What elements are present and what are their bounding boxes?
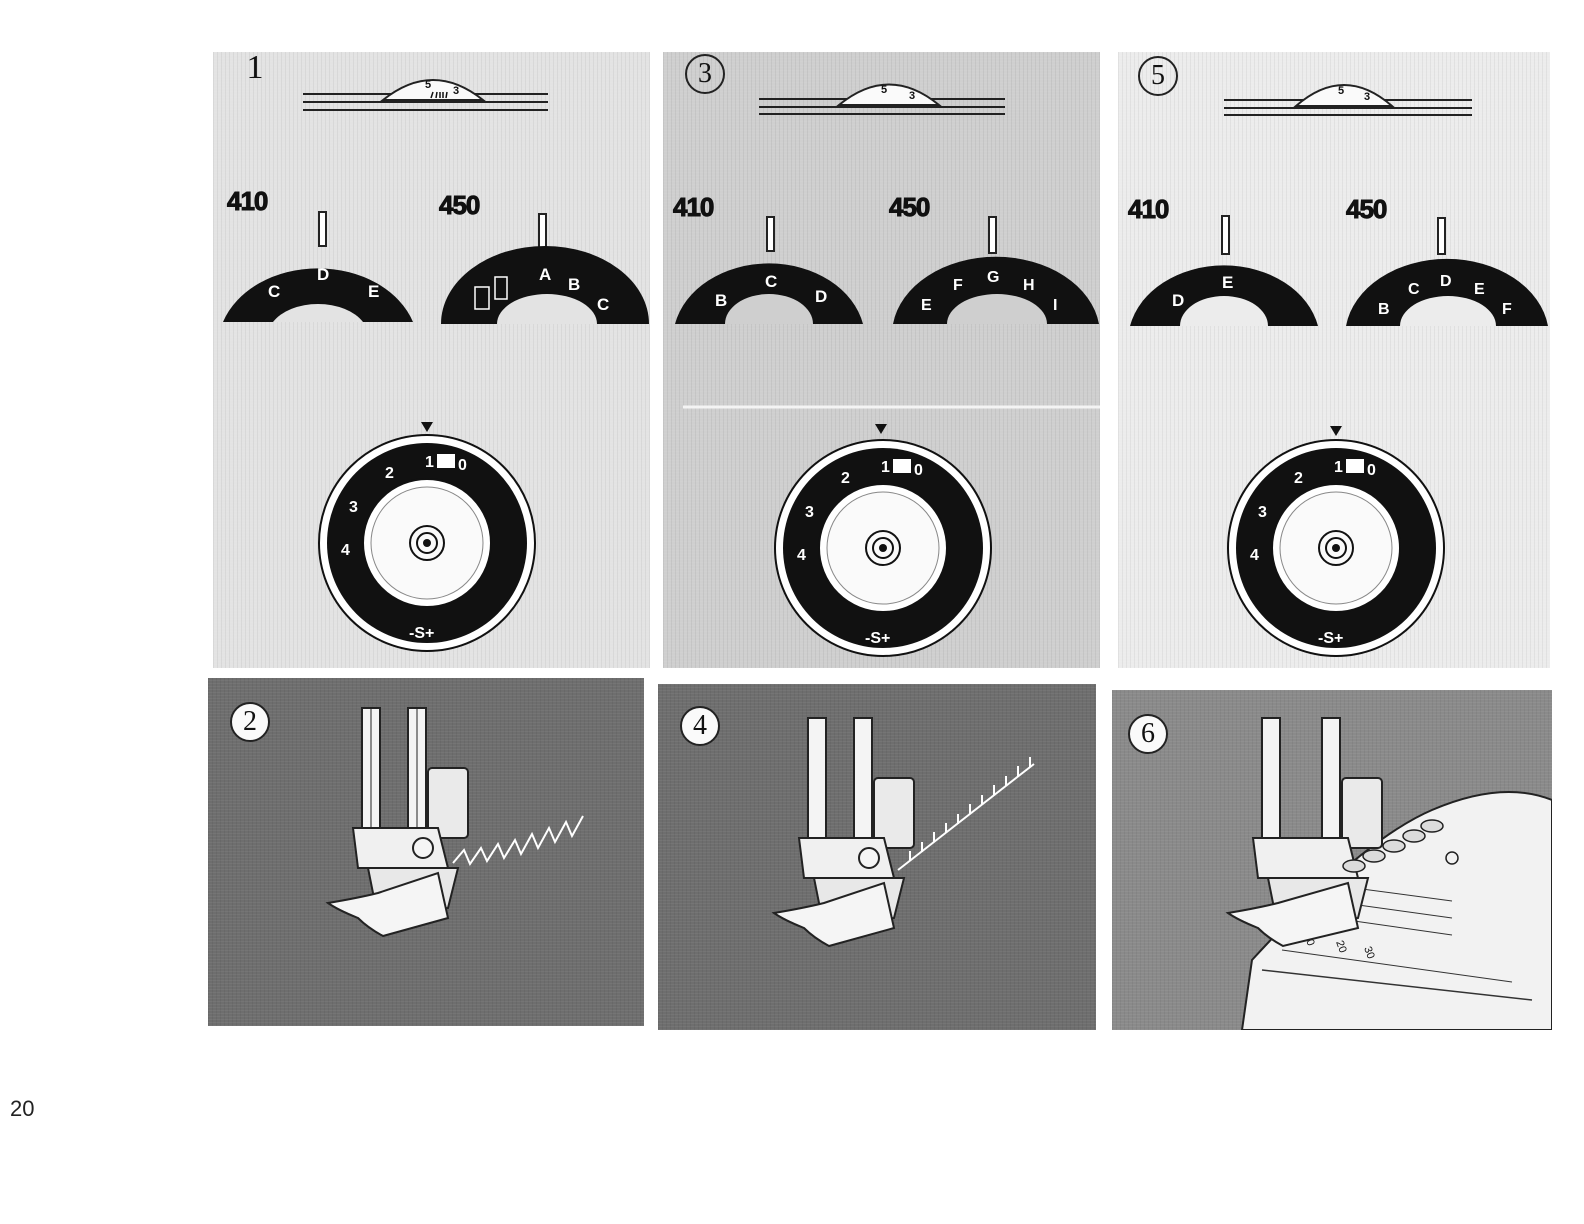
pattern-letter: C [597,295,609,314]
pattern-letter: F [953,277,963,294]
stitch-length-dial: 4 3 2 1 0 -S+ [1228,426,1444,656]
stitch-length-dial: 4 3 2 1 0 -S+ [775,424,991,656]
step-2-panel: 2 [208,678,644,1026]
dial-number: 1 [881,459,890,476]
pattern-letter: H [1023,277,1035,294]
pattern-letter: E [1222,273,1233,292]
page-number: 20 [10,1096,34,1122]
dial-number: 4 [797,547,806,564]
model-label-450: 450 [439,190,479,221]
pattern-letter: B [715,291,727,310]
pattern-letter: F [1502,301,1512,318]
dial-number: 0 [914,462,923,479]
step-1-panel: 1 5 3 C D E A B C [213,52,650,668]
balance-label: -S+ [865,630,890,647]
dial-number: 0 [1367,462,1376,479]
pattern-letter: C [1408,281,1420,298]
pattern-letter: D [1440,273,1452,290]
pattern-letter: B [1378,301,1390,318]
dial-number: 0 [458,457,467,474]
pattern-letter: D [317,265,329,284]
pattern-letter: E [368,282,379,301]
pattern-letter: B [568,275,580,294]
balance-label: -S+ [409,625,434,642]
selector-410-dial: C D E [223,212,413,322]
selector-410-dial: D E [1130,216,1318,326]
blind-stitch [898,764,1034,870]
pattern-letter: C [765,272,777,291]
dial-number: 3 [349,499,358,516]
gauge-label-5: 5 [425,79,431,91]
stitch-width-gauge: 5 3 [759,84,1005,114]
dial-number: 2 [1294,470,1303,487]
illustration: 5 3 C D E A B C [213,52,650,668]
dial-number: 3 [1258,504,1267,521]
step-4-panel: 4 [658,684,1096,1030]
pattern-letter: G [987,269,999,286]
gauge-label-5: 5 [1338,85,1344,97]
balance-label: -S+ [1318,630,1343,647]
selector-450-dial: E F G H I [893,217,1099,324]
pattern-letter: E [1474,281,1485,298]
gauge-label-3: 3 [1364,91,1370,103]
selector-410-dial: B C D [675,217,863,324]
presser-foot-illustration: 10 20 30 [1112,690,1552,1030]
model-label-450: 450 [1346,194,1386,225]
pattern-letter: E [921,297,932,314]
dial-number: 4 [1250,547,1259,564]
model-label-410: 410 [673,192,713,223]
pattern-letter: D [815,287,827,306]
dial-number: 2 [385,465,394,482]
illustration: 5 3 B C D E F G H I [663,52,1100,668]
selector-450-dial: B C D E F [1346,218,1548,326]
dial-number: 1 [425,454,434,471]
step-5-panel: 5 5 3 D E B C D E F [1118,52,1550,668]
step-6-panel: 6 10 20 30 [1112,690,1552,1030]
pattern-letter: D [1172,291,1184,310]
model-label-450: 450 [889,192,929,223]
dial-number: 1 [1334,459,1343,476]
stitch-width-gauge: 5 3 [303,79,548,110]
gauge-label-3: 3 [453,85,459,97]
stitch-width-gauge: 5 3 [1224,85,1472,115]
dial-number: 3 [805,504,814,521]
pattern-letter: I [1053,297,1057,314]
zigzag-stitch [453,816,583,864]
selector-450-dial: A B C [441,214,649,324]
illustration: 5 3 D E B C D E F [1118,52,1550,668]
stitch-length-dial: 4 3 2 1 0 -S+ [319,422,535,651]
step-3-panel: 3 5 3 B C D E F G H I [663,52,1100,668]
model-label-410: 410 [227,186,267,217]
dial-number: 4 [341,542,350,559]
presser-foot-illustration [208,678,644,1026]
pattern-letter: A [539,265,551,284]
dial-number: 2 [841,470,850,487]
presser-foot-illustration [658,684,1096,1030]
gauge-label-5: 5 [881,84,887,96]
model-label-410: 410 [1128,194,1168,225]
pattern-letter: C [268,282,280,301]
gauge-label-3: 3 [909,90,915,102]
